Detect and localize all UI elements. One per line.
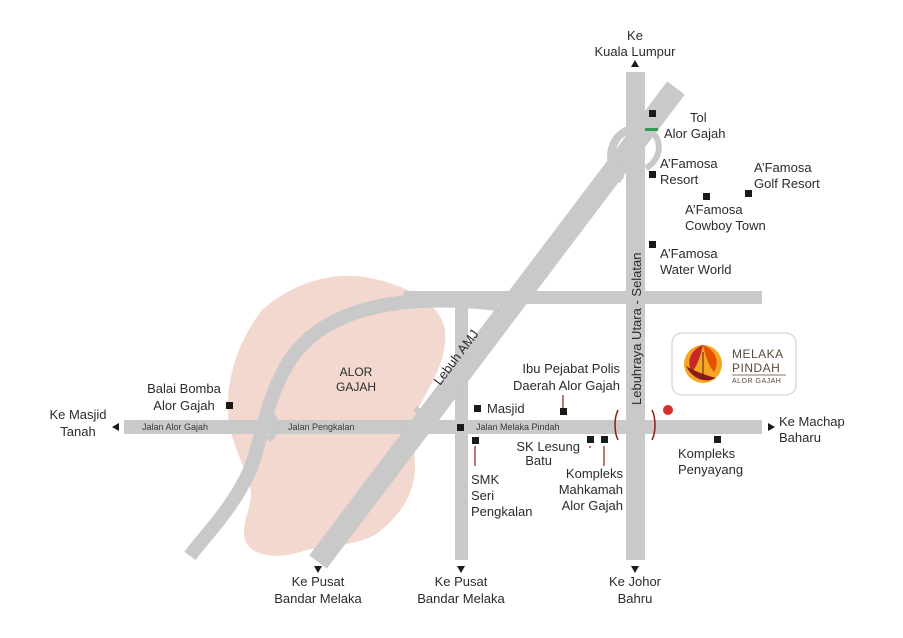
dir-masjid-line2: Tanah <box>60 424 95 439</box>
dir-pusat2-line2: Bandar Melaka <box>417 591 505 606</box>
arrow-down-icon <box>314 566 322 573</box>
dir-kl-line1: Ke <box>627 28 643 43</box>
dir-pusat1-line1: Ke Pusat <box>292 574 345 589</box>
dir-kl-line2: Kuala Lumpur <box>595 44 677 59</box>
lm-afamosa-cowboy-line1: A’Famosa <box>685 202 743 217</box>
road-label-lebuhraya: Lebuhraya Utara - Selatan <box>629 253 644 405</box>
lm-afamosa-resort-line1: A’Famosa <box>660 156 718 171</box>
square-marker-icon-masjid-junction <box>457 424 464 431</box>
road-label-jalan-pengkalan: Jalan Pengkalan <box>288 422 355 432</box>
logo-text-line1: MELAKA <box>732 347 784 361</box>
toll-bar-icon <box>645 128 658 131</box>
road-jalan-main <box>124 420 762 434</box>
lm-ibu-pejabat-line1: Ibu Pejabat Polis <box>522 361 620 376</box>
square-marker-icon-balai-bomba <box>226 402 233 409</box>
logo-text-line3: ALOR GAJAH <box>732 378 781 385</box>
arrow-left-icon <box>112 423 119 431</box>
lm-afamosa-golf-line1: A’Famosa <box>754 160 812 175</box>
lm-smk-line3: Pengkalan <box>471 504 532 519</box>
square-marker-icon-afamosa-golf <box>745 190 752 197</box>
lm-tol-line2: Alor Gajah <box>664 126 725 141</box>
square-marker-icon-kompleks-penyayang <box>714 436 721 443</box>
square-marker-icon-smk <box>472 437 479 444</box>
lm-sk-lesung-line1: SK Lesung <box>516 439 580 454</box>
dir-pusat2-line1: Ke Pusat <box>435 574 488 589</box>
lm-mahkamah-line2: Mahkamah <box>559 482 623 497</box>
lm-ibu-pejabat-line2: Daerah Alor Gajah <box>513 378 620 393</box>
arrow-down-icon-3 <box>631 566 639 573</box>
area-label-line2: GAJAH <box>336 380 376 394</box>
arrow-up-icon <box>631 60 639 67</box>
toll-loop <box>607 126 630 184</box>
dir-johor-line2: Bahru <box>618 591 653 606</box>
square-marker-icon-ibu-pejabat <box>560 408 567 415</box>
interchange-bracket-right <box>651 409 656 441</box>
area-label-line1: ALOR <box>340 365 373 379</box>
junction-arc <box>263 407 279 443</box>
dir-masjid-line1: Ke Masjid <box>49 407 106 422</box>
lm-balai-bomba-line2: Alor Gajah <box>153 398 214 413</box>
dir-machap-line1: Ke Machap <box>779 414 845 429</box>
lm-penyayang-line1: Kompleks <box>678 446 736 461</box>
lm-afamosa-water-line1: A’Famosa <box>660 246 718 261</box>
square-marker-icon-afamosa-water <box>649 241 656 248</box>
alor-gajah-area <box>227 275 446 556</box>
road-curve-west <box>184 293 499 561</box>
leaf-emblem-icon <box>684 345 722 383</box>
interchange-bracket-left <box>614 409 619 441</box>
lm-penyayang-line2: Penyayang <box>678 462 743 477</box>
arrow-right-icon <box>768 423 775 431</box>
roads <box>124 72 762 569</box>
melaka-pindah-logo-callout: MELAKA PINDAH ALOR GAJAH <box>671 332 797 396</box>
lm-sk-lesung-line2: Batu <box>525 453 552 468</box>
road-label-jalan-alor-gajah: Jalan Alor Gajah <box>142 422 208 432</box>
leader-lines <box>474 395 605 466</box>
lm-mahkamah-line3: Alor Gajah <box>562 498 623 513</box>
dir-machap-line2: Baharu <box>779 430 821 445</box>
lm-masjid: Masjid <box>487 401 525 416</box>
square-marker-icon-afamosa-cowboy <box>703 193 710 200</box>
lm-afamosa-cowboy-line2: Cowboy Town <box>685 218 766 233</box>
direction-arrows <box>112 60 775 573</box>
dir-johor-line1: Ke Johor <box>609 574 662 589</box>
lm-smk-line1: SMK <box>471 472 500 487</box>
road-label-jalan-melaka-pindah: Jalan Melaka Pindah <box>476 422 560 432</box>
road-lebuhraya <box>626 72 645 560</box>
square-marker-icon-sk-lesung <box>587 436 594 443</box>
junction-arc-2 <box>412 405 426 445</box>
landmark-markers <box>226 110 752 444</box>
lm-balai-bomba-line1: Balai Bomba <box>147 381 221 396</box>
square-marker-icon-masjid <box>474 405 481 412</box>
logo-text-line2: PINDAH <box>732 361 780 375</box>
square-marker-icon-tol <box>649 110 656 117</box>
lm-smk-line2: Seri <box>471 488 494 503</box>
lm-afamosa-water-line2: Water World <box>660 262 732 277</box>
lm-afamosa-resort-line2: Resort <box>660 172 699 187</box>
lm-tol-line1: Tol <box>690 110 707 125</box>
dir-pusat1-line2: Bandar Melaka <box>274 591 362 606</box>
lm-afamosa-golf-line2: Golf Resort <box>754 176 820 191</box>
lm-mahkamah-line1: Kompleks <box>566 466 624 481</box>
square-marker-icon-afamosa-resort <box>649 171 656 178</box>
square-marker-icon-kompleks-mahkamah <box>601 436 608 443</box>
arrow-down-icon-2 <box>457 566 465 573</box>
location-pin-icon <box>663 405 673 415</box>
